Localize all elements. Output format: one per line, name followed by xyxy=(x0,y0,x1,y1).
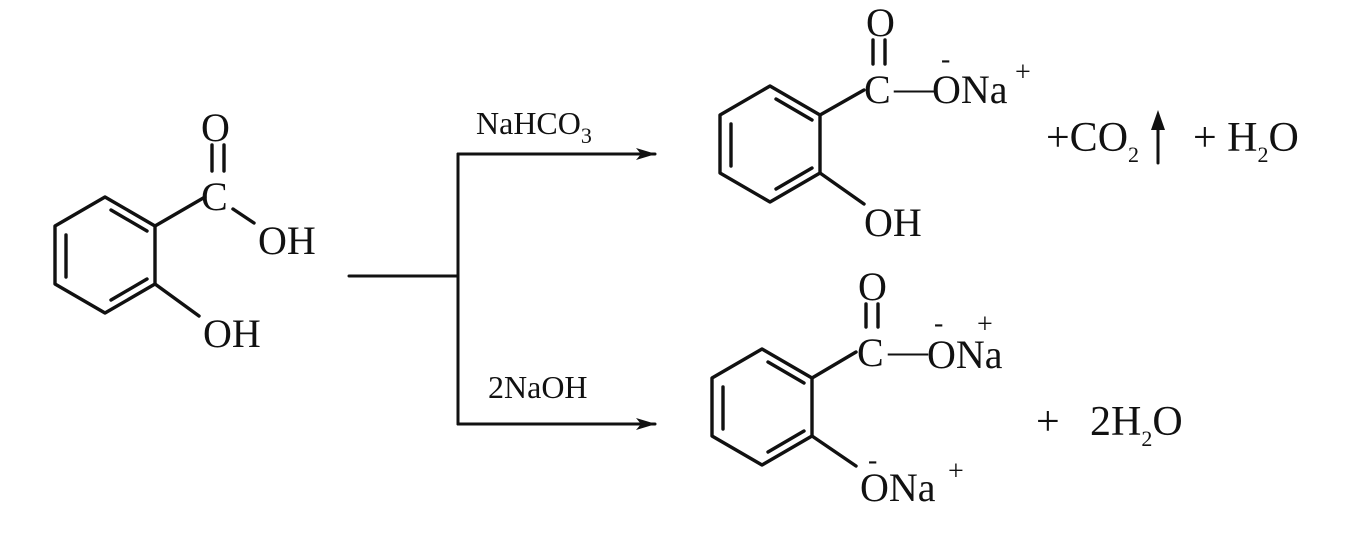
atom-ring-hydroxyl: OH xyxy=(203,311,261,356)
charge-negative: - xyxy=(941,44,950,75)
gas-evolution-arrow-icon xyxy=(1151,110,1165,165)
bond-ring-to-carbon xyxy=(153,195,207,228)
byproduct-water: + H2O xyxy=(1193,115,1299,167)
charge-negative: - xyxy=(868,445,877,476)
atom-carbonyl-oxygen: O xyxy=(858,264,887,309)
ring-double-bond xyxy=(766,360,806,385)
byproduct-plus-sign: + xyxy=(1036,399,1060,445)
atom-carbon: C xyxy=(857,330,884,375)
bond-ring-to-carbon xyxy=(818,88,866,117)
benzene-ring xyxy=(53,195,157,315)
ring-outline xyxy=(53,195,157,315)
byproduct-carbon-dioxide: +CO2 xyxy=(1046,115,1139,167)
reagent-sodium-hydroxide: 2NaOH xyxy=(488,369,588,405)
atom-acid-hydroxyl: OH xyxy=(258,218,316,263)
ring-double-bond xyxy=(774,166,814,191)
reactant-salicylic-acid: O C OH OH xyxy=(53,105,316,356)
ring-double-bond xyxy=(766,429,806,454)
ring-outline xyxy=(710,347,814,467)
product-disodium-salicylate: O C — - + ONa - ONa + xyxy=(710,264,1003,510)
charge-negative: - xyxy=(934,308,943,339)
bond-ring-to-carbon xyxy=(810,350,858,380)
ring-outline xyxy=(718,84,822,204)
atom-carboxylate-salt: ONa xyxy=(927,332,1003,377)
product-sodium-salicylate: O C — - ONa + OH xyxy=(718,0,1031,245)
atom-salt-group: ONa xyxy=(932,67,1008,112)
charge-positive: + xyxy=(1015,57,1031,88)
atom-carbon: C xyxy=(864,67,891,112)
bond-ring-to-oh xyxy=(818,171,866,206)
benzene-ring xyxy=(718,84,822,204)
reagent-sodium-bicarbonate: NaHCO3 xyxy=(476,105,592,148)
bond-carbon-to-oxygen: — xyxy=(893,65,935,110)
atom-carbonyl-oxygen: O xyxy=(201,105,230,150)
bond-ring-to-oxide xyxy=(810,434,858,468)
ring-double-bond xyxy=(109,208,149,233)
atom-carbon: C xyxy=(201,174,228,219)
bond-carbon-to-oxygen: — xyxy=(887,328,929,373)
branch-connector xyxy=(347,148,657,430)
ring-double-bond xyxy=(109,277,149,302)
byproduct-water: 2H2O xyxy=(1090,399,1183,451)
ring-double-bond xyxy=(774,97,814,122)
benzene-ring xyxy=(710,347,814,467)
bond-carbon-to-oh xyxy=(231,207,256,225)
atom-phenoxide-salt: ONa xyxy=(860,465,936,510)
atom-carbonyl-oxygen: O xyxy=(866,0,895,45)
atom-ring-hydroxyl: OH xyxy=(864,200,922,245)
gas-arrow-head xyxy=(1151,110,1165,130)
charge-positive: + xyxy=(977,309,993,340)
charge-positive: + xyxy=(948,456,964,487)
bond-ring-to-oh xyxy=(153,282,201,318)
